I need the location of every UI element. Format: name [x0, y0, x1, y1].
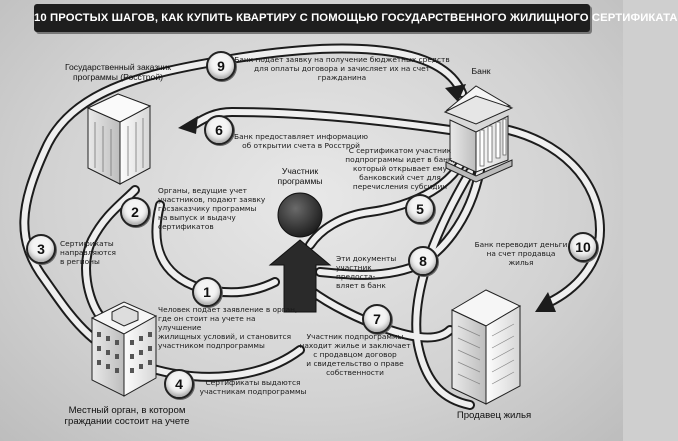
title-bar: 10 ПРОСТЫХ ШАГОВ, КАК КУПИТЬ КВАРТИРУ С …: [34, 4, 678, 32]
step-8-marker: 8: [408, 246, 438, 276]
participant-heading: Участник программы: [264, 166, 336, 186]
step-5-marker: 5: [405, 194, 435, 224]
step-1-line: где он стоит на учете на улучшение: [158, 314, 256, 332]
step-1-line: Человек подает заявление в орган,: [158, 305, 298, 314]
step-3-line: направляются: [60, 248, 116, 257]
participant-heading-line-2: программы: [277, 176, 323, 186]
step-6-line: об открытии счета в Росстрой: [242, 141, 360, 150]
step-7-line: с продавцом договор: [313, 350, 397, 359]
step-1-line: участником подпрограммы: [158, 341, 265, 350]
customer-heading-line-1: Государственный заказчик: [64, 62, 172, 72]
step-5-line: перечисления субсидии: [352, 182, 448, 191]
arrow-step-10: [535, 292, 556, 312]
step-8-line: участник предоста-: [336, 263, 376, 281]
participant-heading-line-1: Участник: [281, 166, 319, 176]
step-10-marker: 10: [568, 232, 598, 262]
bank-building-icon: [443, 85, 514, 183]
step-8-line: вляет в банк: [336, 281, 386, 290]
seller-building-icon: [450, 289, 522, 405]
customer-heading-line-2: программы (Росстрой): [72, 72, 164, 82]
step-2-text: Органы, ведущие учет участников, подают …: [158, 186, 270, 231]
customer-building-icon: [86, 93, 152, 185]
step-10-line: на счет продавца жилья: [486, 249, 556, 267]
step-4-line: Сертификаты выдаются: [205, 378, 301, 387]
step-7-marker: 7: [362, 304, 392, 334]
step-3-line: Сертификаты: [60, 239, 114, 248]
step-3-text: Сертификаты направляются в регионы: [60, 239, 130, 266]
participant-figure-icon: [268, 192, 332, 313]
step-6-line: Банк предоставляет информацию: [234, 132, 368, 141]
page-title: 10 ПРОСТЫХ ШАГОВ, КАК КУПИТЬ КВАРТИРУ С …: [34, 12, 678, 24]
step-3-marker: 3: [26, 234, 56, 264]
step-4-text: Сертификаты выдаются участникам подпрогр…: [198, 378, 308, 396]
step-2-marker: 2: [120, 197, 150, 227]
step-2-line: на выпуск и выдачу: [158, 213, 236, 222]
step-10-text: Банк переводит деньги на счет продавца ж…: [474, 240, 568, 267]
step-6-marker: 6: [204, 115, 234, 145]
step-3-line: в регионы: [60, 257, 100, 266]
step-9-marker: 9: [206, 51, 236, 81]
step-2-line: госзаказчику программы: [158, 204, 257, 213]
local-authority-building-icon: [90, 301, 158, 397]
step-4-line: участникам подпрограммы: [199, 387, 307, 396]
step-9-line: Банк подает заявку на получение бюджетны…: [234, 55, 450, 64]
step-5-line: банковский счет для: [359, 173, 441, 182]
step-10-line: Банк переводит деньги: [474, 240, 568, 249]
customer-heading: Государственный заказчик программы (Росс…: [44, 62, 192, 82]
step-9-text: Банк подает заявку на получение бюджетны…: [232, 55, 452, 82]
local-authority-heading-line-2: граждании состоит на учете: [64, 416, 190, 427]
step-1-line: жилищных условий, и становится: [158, 332, 292, 341]
step-8-line: Эти документы: [336, 254, 397, 263]
step-2-line: сертификатов: [158, 222, 214, 231]
step-5-line: который открывает ему: [353, 164, 447, 173]
step-7-line: и свидетельство о праве: [306, 359, 404, 368]
step-7-line: находит жилье и заключает: [299, 341, 411, 350]
step-8-text: Эти документы участник предоста- вляет в…: [336, 254, 412, 290]
step-1-text: Человек подает заявление в орган, где он…: [158, 305, 298, 350]
bank-heading: Банк: [471, 66, 491, 76]
arrow-step-9: [445, 84, 466, 102]
step-9-line: для оплаты договора и зачисляет их на сч…: [254, 64, 430, 82]
step-7-line: Участник подпрограммы: [306, 332, 404, 341]
step-5-text: С сертификатом участник подпрограммы иде…: [344, 146, 456, 191]
step-7-line: собственности: [326, 368, 384, 377]
step-5-line: подпрограммы идет в банк,: [345, 155, 455, 164]
seller-heading: Продавец жилья: [456, 410, 532, 421]
local-authority-heading: Местный орган, в котором граждании состо…: [38, 405, 216, 427]
step-6-text: Банк предоставляет информацию об открыти…: [234, 132, 368, 150]
step-7-text: Участник подпрограммы находит жилье и за…: [296, 332, 414, 377]
step-5-line: С сертификатом участник: [348, 146, 452, 155]
arrow-step-6: [178, 116, 198, 134]
step-1-marker: 1: [192, 277, 222, 307]
road-arrows: [178, 84, 556, 312]
local-authority-heading-line-1: Местный орган, в котором: [68, 405, 186, 416]
step-2-line: Органы, ведущие учет: [158, 186, 247, 195]
step-4-marker: 4: [164, 369, 194, 399]
step-2-line: участников, подают заявку: [158, 195, 266, 204]
